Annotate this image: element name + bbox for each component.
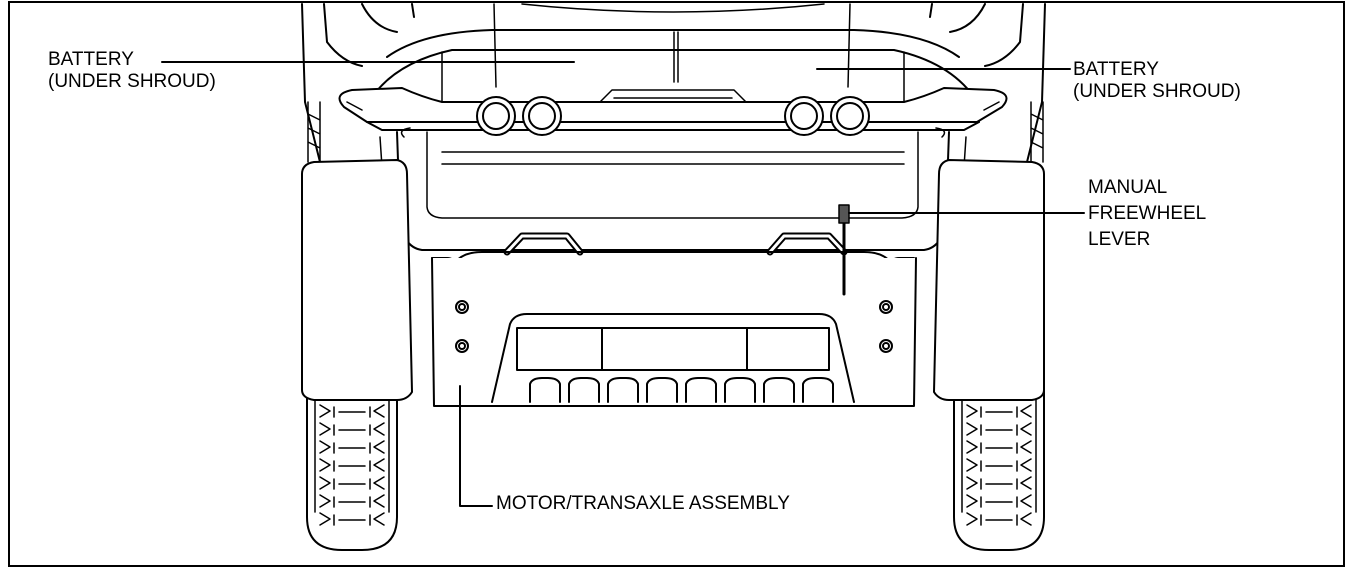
- label-freewheel-lever-line3: LEVER: [1088, 229, 1151, 250]
- label-freewheel-lever-line2: FREEWHEEL: [1088, 203, 1207, 224]
- upper-tire-treads: [307, 101, 1044, 163]
- label-battery-right-line2: (UNDER SHROUD): [1073, 81, 1241, 102]
- rear-light-bar: [338, 87, 1008, 131]
- diagram-frame: [8, 1, 1345, 567]
- label-freewheel-lever-line1: MANUAL: [1088, 177, 1168, 198]
- rear-lights: [476, 96, 870, 136]
- rear-body: [379, 127, 967, 251]
- label-battery-left-line2: (UNDER SHROUD): [48, 71, 216, 92]
- motor-transaxle: [491, 313, 855, 403]
- label-motor-transaxle-line1: MOTOR/TRANSAXLE ASSEMBLY: [496, 493, 790, 514]
- seat-shroud: [301, 3, 1046, 163]
- scooter-rear-illustration: [161, 3, 1085, 551]
- leader-motor-transaxle: [459, 385, 493, 507]
- left-rear-tire: [306, 361, 398, 551]
- rear-fenders: [301, 159, 1045, 401]
- label-battery-right-line1: BATTERY: [1073, 59, 1159, 80]
- right-rear-tire: [953, 361, 1045, 551]
- label-battery-left-line1: BATTERY: [48, 49, 134, 70]
- label-battery-left: BATTERY (UNDER SHROUD): [48, 49, 216, 93]
- label-freewheel-lever: MANUAL FREEWHEEL LEVER: [1088, 175, 1206, 253]
- leader-lines: [161, 61, 1085, 507]
- label-motor-transaxle: MOTOR/TRANSAXLE ASSEMBLY: [496, 493, 790, 515]
- grab-handles: [503, 232, 848, 256]
- label-battery-right: BATTERY (UNDER SHROUD): [1073, 59, 1241, 103]
